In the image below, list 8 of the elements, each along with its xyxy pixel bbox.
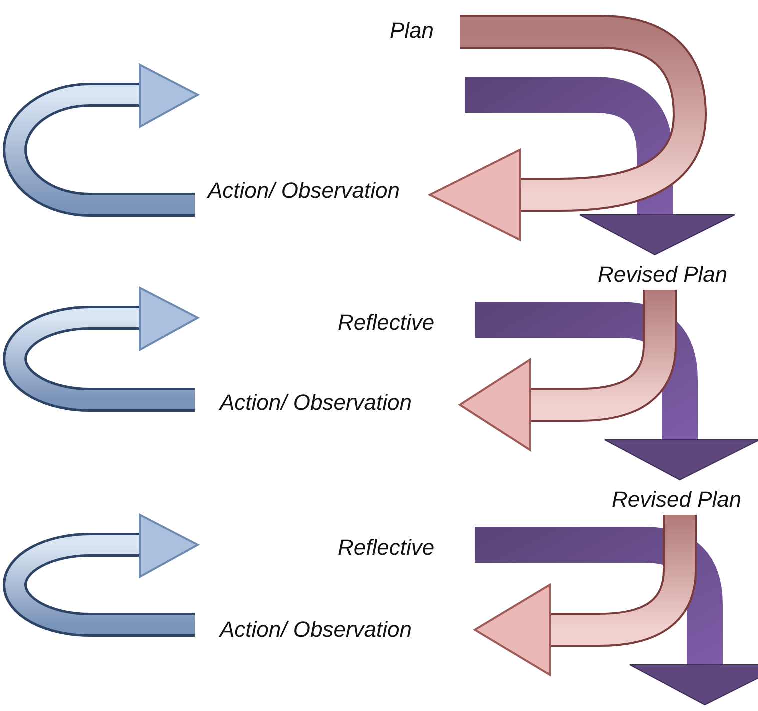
step-label: Action/ Observation	[220, 617, 412, 643]
step-label: Action/ Observation	[220, 390, 412, 416]
step-label: Plan	[390, 18, 434, 44]
step-label: Reflective	[338, 535, 435, 561]
step-label: Revised Plan	[612, 487, 742, 513]
step-label: Action/ Observation	[208, 178, 400, 204]
step-label: Reflective	[338, 310, 435, 336]
step-label: Revised Plan	[598, 262, 728, 288]
